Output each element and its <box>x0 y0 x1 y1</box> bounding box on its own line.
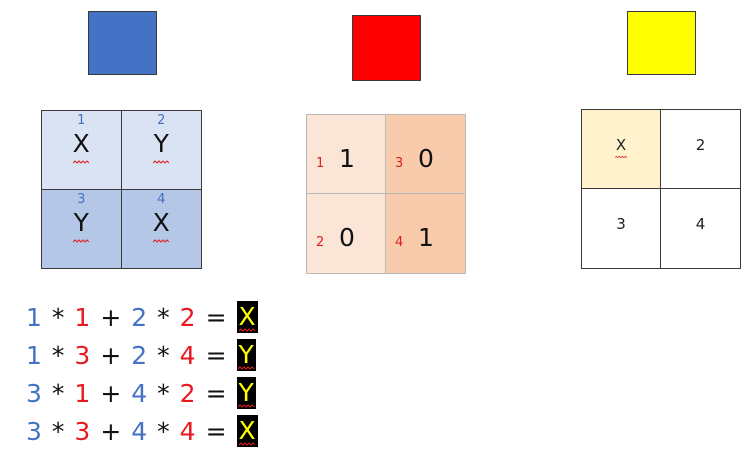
cell-index: 3 <box>77 191 86 207</box>
result-badge: Y <box>236 377 256 409</box>
spellcheck-underline <box>238 366 255 370</box>
term-b: 3 <box>74 416 91 446</box>
yellow-grid: X 2 3 4 <box>581 109 741 269</box>
yellow-grid-cell-1: X <box>582 110 661 189</box>
yellow-swatch <box>627 11 696 75</box>
term-b: 1 <box>74 378 91 408</box>
spellcheck-underline <box>238 404 255 408</box>
times-symbol: * <box>157 340 170 370</box>
result-value: X <box>238 302 256 331</box>
term-c: 4 <box>131 416 148 446</box>
times-symbol: * <box>51 302 65 332</box>
term-c: 4 <box>131 378 148 408</box>
red-grid-cell-3: 3 0 <box>386 115 465 194</box>
spellcheck-underline <box>73 160 90 164</box>
cell-value: X <box>152 207 170 237</box>
spellcheck-underline <box>239 328 256 332</box>
blue-grid-cell-4: 4 X <box>121 189 201 268</box>
red-grid: 1 1 3 0 2 0 4 1 <box>306 114 466 274</box>
cell-value: 1 <box>339 144 355 173</box>
term-d: 2 <box>179 378 196 408</box>
spellcheck-underline <box>73 238 90 243</box>
equation-list: 1 * 1 + 2 * 2 = X 1 * 3 + 2 * 4 = Y 3 * … <box>26 298 258 450</box>
yellow-grid-cell-4: 4 <box>661 189 740 268</box>
equation-row: 3 * 1 + 4 * 2 = Y <box>26 374 258 412</box>
cell-value: Y <box>153 129 169 158</box>
result-value: Y <box>238 378 254 407</box>
term-c: 2 <box>131 302 148 332</box>
term-a: 1 <box>26 340 42 370</box>
equals-symbol: = <box>205 416 227 446</box>
cell-value: 0 <box>339 223 355 252</box>
times-symbol: * <box>51 378 65 408</box>
cell-value: Y <box>73 207 89 237</box>
plus-symbol: + <box>100 378 122 408</box>
equals-symbol: = <box>205 302 227 332</box>
blue-swatch <box>88 11 157 75</box>
cell-index: 2 <box>316 235 325 250</box>
equation-row: 3 * 3 + 4 * 4 = X <box>26 412 258 450</box>
blue-grid-cell-1: 1 X <box>42 111 122 190</box>
spellcheck-underline <box>615 155 627 159</box>
result-value: Y <box>238 340 254 369</box>
term-d: 4 <box>179 340 196 370</box>
yellow-grid-cell-3: 3 <box>582 189 661 268</box>
term-d: 4 <box>179 416 196 446</box>
spellcheck-underline <box>153 160 170 164</box>
term-a: 3 <box>26 378 42 408</box>
result-badge: Y <box>236 339 256 371</box>
blue-grid-cell-2: 2 Y <box>121 111 201 190</box>
red-grid-cell-1: 1 1 <box>307 115 386 194</box>
result-badge: X <box>236 301 258 333</box>
cell-value: 1 <box>418 223 434 252</box>
spellcheck-underline <box>153 238 170 243</box>
spellcheck-underline <box>239 442 256 446</box>
term-b: 1 <box>74 302 91 332</box>
yellow-grid-cell-2: 2 <box>661 110 740 189</box>
cell-index: 1 <box>316 156 325 171</box>
blue-grid-cell-3: 3 Y <box>42 189 122 268</box>
plus-symbol: + <box>100 340 122 370</box>
cell-index: 3 <box>395 156 404 171</box>
cell-value: X <box>615 136 627 154</box>
term-a: 1 <box>26 302 42 332</box>
term-b: 3 <box>74 340 91 370</box>
cell-value: 2 <box>695 136 706 154</box>
equation-row: 1 * 3 + 2 * 4 = Y <box>26 336 258 374</box>
plus-symbol: + <box>100 302 122 332</box>
times-symbol: * <box>51 340 65 370</box>
equals-symbol: = <box>205 340 227 370</box>
term-d: 2 <box>179 302 196 332</box>
term-a: 3 <box>26 416 42 446</box>
blue-grid: 1 X 2 Y 3 Y 4 X <box>41 110 202 269</box>
cell-value: 4 <box>695 215 706 233</box>
times-symbol: * <box>157 416 170 446</box>
red-swatch <box>352 15 421 81</box>
red-grid-cell-2: 2 0 <box>307 194 386 273</box>
result-badge: X <box>236 415 258 447</box>
plus-symbol: + <box>100 416 122 446</box>
cell-index: 1 <box>77 113 86 128</box>
times-symbol: * <box>157 302 170 332</box>
cell-value: X <box>72 129 90 158</box>
cell-value: 3 <box>616 215 626 233</box>
red-grid-cell-4: 4 1 <box>386 194 465 273</box>
times-symbol: * <box>51 416 65 446</box>
cell-index: 4 <box>157 191 166 207</box>
term-c: 2 <box>131 340 148 370</box>
equation-row: 1 * 1 + 2 * 2 = X <box>26 298 258 336</box>
cell-index: 4 <box>395 235 404 250</box>
result-value: X <box>238 416 256 445</box>
cell-value: 0 <box>418 144 434 173</box>
times-symbol: * <box>157 378 170 408</box>
cell-index: 2 <box>157 113 166 128</box>
equals-symbol: = <box>205 378 227 408</box>
